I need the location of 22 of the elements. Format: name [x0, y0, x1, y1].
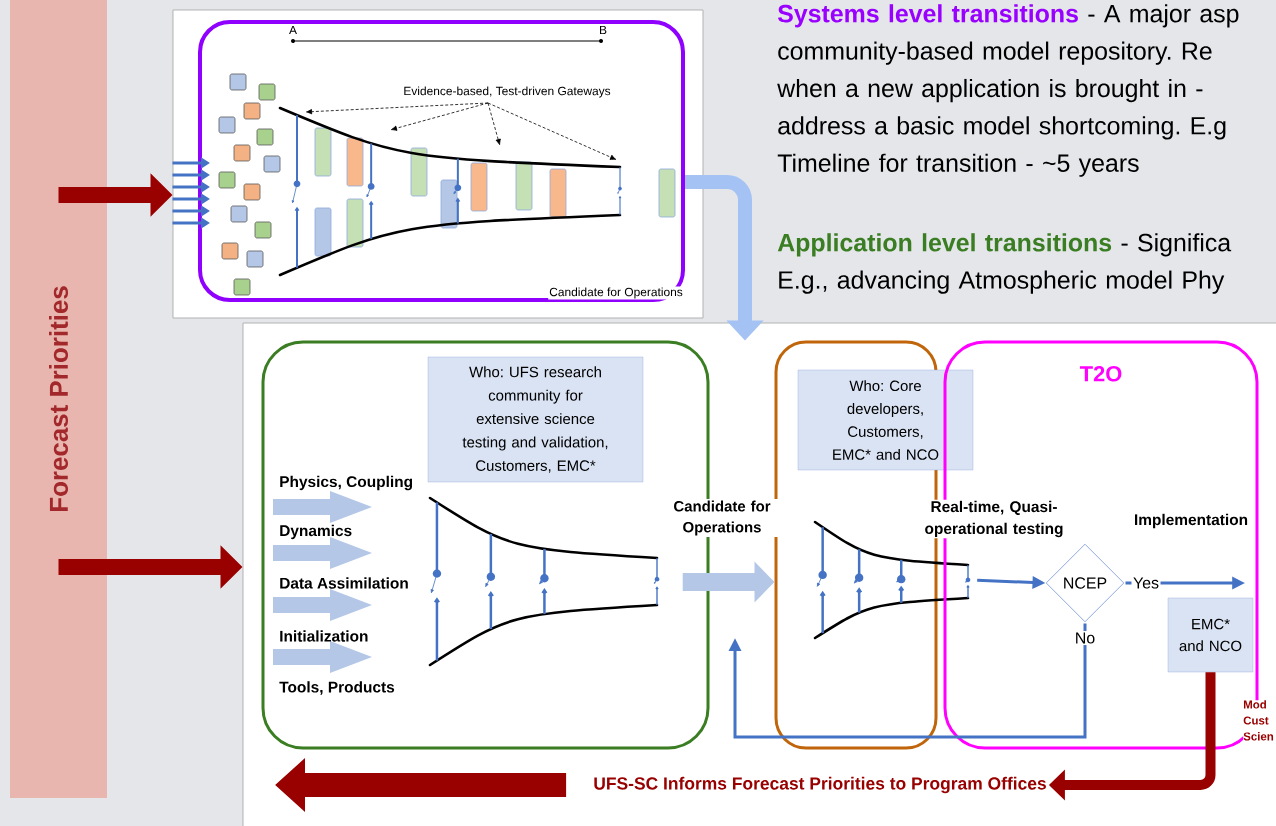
info-box: Who: UFS research community for extensive science testing and validation, Customers, EMC* — [427, 356, 644, 483]
paragraph: Systems level transitions - A major asp community-based model repository. Re when a new application is brought in - address a basic model shortcoming. E.g Timeline for transition - ~5 years — [777, 4, 1239, 177]
process-box: EMC* and NCO — [1167, 597, 1254, 673]
edge-label: Candidate for Operations — [660, 499, 784, 537]
stage-label: Implementation — [1135, 513, 1248, 529]
callout-text: Evidence-based, Test-driven Gateways — [402, 85, 612, 99]
stage-label: Real-time, Quasi-operational testing — [913, 499, 1075, 539]
caption-text: UFS-SC Informs Forecast Priorities to Program Offices — [594, 776, 1046, 794]
side-band: Forecast Priorities — [10, 0, 107, 798]
input-label: Tools, Products — [279, 681, 395, 695]
point-label: A — [289, 25, 297, 35]
side-note: Mod Cust Scien — [1243, 700, 1276, 741]
info-box: Who: Core developers, Customers, EMC* and NCO — [797, 369, 974, 471]
point-label: B — [600, 25, 607, 35]
input-label: Dynamics — [280, 524, 352, 540]
caption-text: Candidate for Operations — [548, 286, 684, 300]
input-label: Initialization — [280, 630, 368, 642]
input-label: Physics, Coupling — [280, 475, 412, 491]
input-label: Data Assimilation — [280, 577, 408, 589]
paragraph: Application level transitions - Significa E.g., advancing Atmospheric model Phy — [777, 233, 1232, 294]
funnel-drawing — [428, 496, 660, 667]
arrow — [728, 623, 1087, 739]
